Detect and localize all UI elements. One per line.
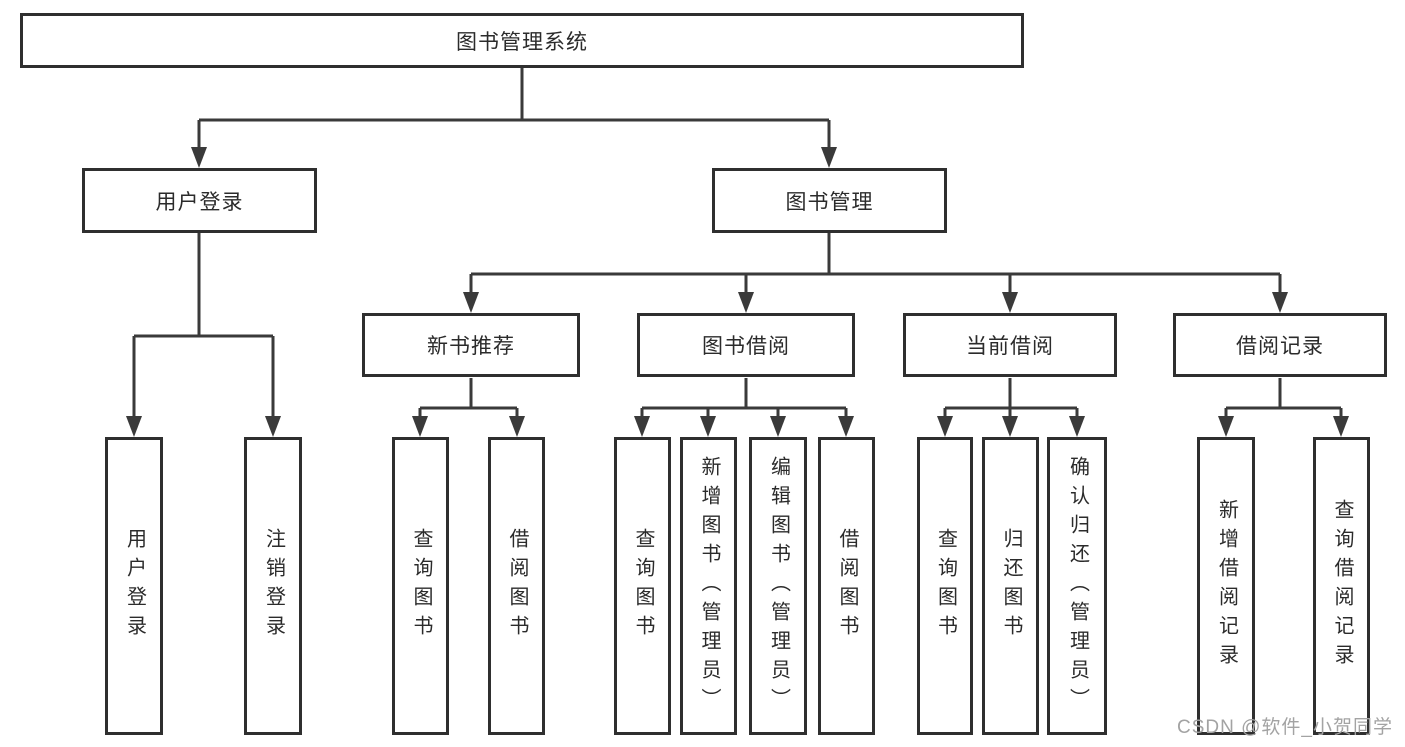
node-current-borrowing: 当前借阅 xyxy=(903,313,1117,377)
leaf-current-return-books: 归还图书 xyxy=(982,437,1039,735)
node-book-borrowing: 图书借阅 xyxy=(637,313,855,377)
leaf-label: 注销登录 xyxy=(262,528,285,644)
leaf-label: 用户登录 xyxy=(123,528,146,644)
leaf-borrowing-query-books: 查询图书 xyxy=(614,437,671,735)
leaf-label: 归还图书 xyxy=(1000,528,1022,644)
leaf-newbook-query-books: 查询图书 xyxy=(392,437,449,735)
node-borrowing-records: 借阅记录 xyxy=(1173,313,1387,377)
arrowheads xyxy=(126,147,1349,437)
leaf-borrowing-edit-book-admin: 编辑图书（管理员） xyxy=(749,437,807,735)
leaf-logout: 注销登录 xyxy=(244,437,302,735)
leaf-borrowing-borrow-books: 借阅图书 xyxy=(818,437,875,735)
node-new-book-recommend: 新书推荐 xyxy=(362,313,580,377)
leaf-current-confirm-return-admin: 确认归还（管理员） xyxy=(1047,437,1107,735)
leaf-label: 新增图书（管理员） xyxy=(698,455,720,717)
leaf-records-query-record: 查询借阅记录 xyxy=(1313,437,1370,735)
node-user-login: 用户登录 xyxy=(82,168,317,233)
csdn-watermark: CSDN @软件_小贺同学 xyxy=(1177,717,1393,738)
leaf-label: 查询图书 xyxy=(632,528,654,644)
leaf-borrowing-add-book-admin: 新增图书（管理员） xyxy=(680,437,737,735)
leaf-label: 确认归还（管理员） xyxy=(1066,455,1089,717)
node-library-management-system: 图书管理系统 xyxy=(20,13,1024,68)
leaf-label: 查询图书 xyxy=(410,528,432,644)
leaf-label: 借阅图书 xyxy=(836,528,858,644)
leaf-label: 查询图书 xyxy=(934,528,957,644)
leaf-newbook-borrow-books: 借阅图书 xyxy=(488,437,545,735)
leaf-current-query-books: 查询图书 xyxy=(917,437,973,735)
leaf-label: 新增借阅记录 xyxy=(1215,499,1238,673)
leaf-label: 编辑图书（管理员） xyxy=(767,455,790,717)
leaf-label: 借阅图书 xyxy=(506,528,528,644)
leaf-user-login: 用户登录 xyxy=(105,437,163,735)
leaf-label: 查询借阅记录 xyxy=(1331,499,1353,673)
leaf-records-add-record: 新增借阅记录 xyxy=(1197,437,1255,735)
node-book-management: 图书管理 xyxy=(712,168,947,233)
